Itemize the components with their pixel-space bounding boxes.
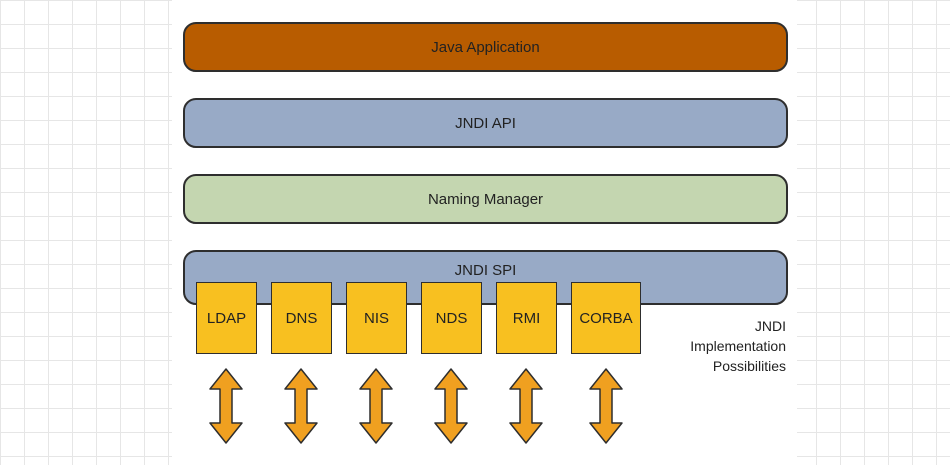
naming-manager-layer: Naming Manager xyxy=(183,174,788,224)
implementation-caption: JNDI Implementation Possibilities xyxy=(640,316,786,376)
caption-line-1: JNDI xyxy=(754,318,786,334)
dns-implementation-box: DNS xyxy=(271,282,332,354)
nds-double-arrow-icon xyxy=(434,368,468,444)
corba-double-arrow-icon xyxy=(589,368,623,444)
corba-implementation-box: CORBA xyxy=(571,282,641,354)
java-application-layer: Java Application xyxy=(183,22,788,72)
ldap-implementation-box: LDAP xyxy=(196,282,257,354)
diagram-background xyxy=(172,0,797,465)
caption-line-3: Possibilities xyxy=(712,358,786,374)
rmi-double-arrow-icon xyxy=(509,368,543,444)
nis-implementation-box: NIS xyxy=(346,282,407,354)
ldap-double-arrow-icon xyxy=(209,368,243,444)
nds-implementation-box: NDS xyxy=(421,282,482,354)
rmi-implementation-box: RMI xyxy=(496,282,557,354)
dns-double-arrow-icon xyxy=(284,368,318,444)
caption-line-2: Implementation xyxy=(690,338,786,354)
jndi-api-layer: JNDI API xyxy=(183,98,788,148)
nis-double-arrow-icon xyxy=(359,368,393,444)
